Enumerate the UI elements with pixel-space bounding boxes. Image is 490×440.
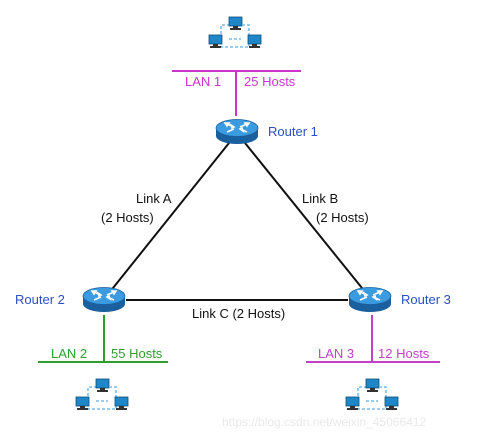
lan3-group: LAN 3 12 Hosts <box>306 315 440 411</box>
watermark: https://blog.csdn.net/weixin_45066412 <box>222 415 426 429</box>
link-a-hosts: (2 Hosts) <box>101 210 154 225</box>
lan2-hosts: 55 Hosts <box>111 346 163 361</box>
router1-icon[interactable] <box>215 118 259 145</box>
lan1-computers-icon <box>208 16 262 49</box>
link-a-line <box>108 137 234 294</box>
router2-icon[interactable] <box>82 286 126 313</box>
lan3-hosts: 12 Hosts <box>378 346 430 361</box>
lan2-name: LAN 2 <box>51 346 87 361</box>
lan3-computers-icon <box>345 378 399 411</box>
lan2-group: LAN 2 55 Hosts <box>38 315 168 411</box>
lan1-group: LAN 1 25 Hosts <box>172 16 301 116</box>
link-b-name: Link B <box>302 191 338 206</box>
link-a-name: Link A <box>136 191 172 206</box>
router3-label: Router 3 <box>401 292 451 307</box>
lan1-name: LAN 1 <box>185 74 221 89</box>
link-b-hosts: (2 Hosts) <box>316 210 369 225</box>
router1-label: Router 1 <box>268 124 318 139</box>
lan2-computers-icon <box>75 378 129 411</box>
link-b-line <box>240 137 367 294</box>
router3-icon[interactable] <box>348 286 392 313</box>
lan1-hosts: 25 Hosts <box>244 74 296 89</box>
lan3-name: LAN 3 <box>318 346 354 361</box>
link-c-label: Link C (2 Hosts) <box>192 306 285 321</box>
router2-label: Router 2 <box>15 292 65 307</box>
